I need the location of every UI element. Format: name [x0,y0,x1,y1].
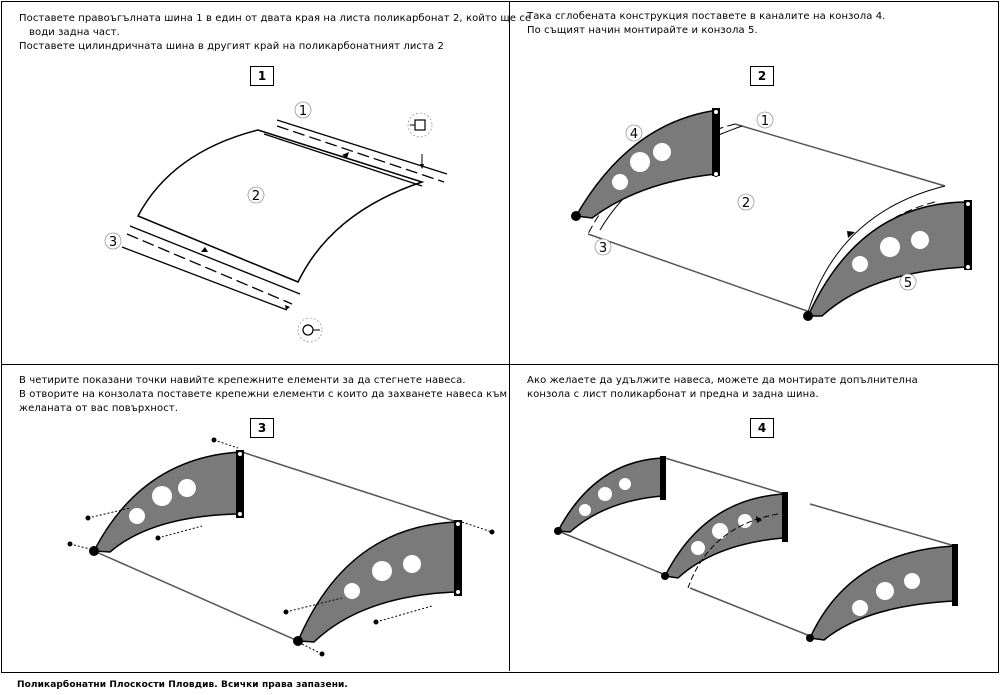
panel-step-4: Ако желаете да удължите навеса, можете д… [510,366,998,670]
vertical-divider [509,1,510,671]
instruction-line: конзола с лист поликарбонат и предна и з… [527,389,819,400]
step-number-box: 3 [250,418,274,438]
svg-text:1: 1 [299,104,307,119]
rectangular-rail-profile-icon [407,112,433,138]
rear-rail [276,119,448,175]
callout-4: 4 [625,124,643,142]
instruction-line: Поставете цилиндричната шина в другият к… [19,41,444,52]
instruction-line: Ако желаете да удължите навеса, можете д… [527,375,918,386]
instruction-line: желаната от вас повърхност. [19,403,179,414]
bracket-right [806,544,958,642]
panel-4-illustration [554,456,958,642]
panel-2-illustration: 1 2 3 4 5 [571,108,972,321]
callout-3: 3 [104,232,122,250]
svg-text:2: 2 [742,196,750,211]
instruction-line: води задна част. [29,27,120,38]
callout-1: 1 [294,101,312,119]
fastener-screws [67,437,495,657]
step-number-box: 1 [250,66,274,86]
step-number-box: 2 [750,66,774,86]
svg-text:3: 3 [109,235,117,250]
svg-text:2: 2 [252,189,260,204]
svg-text:5: 5 [904,276,912,291]
bracket-left [89,450,244,556]
bracket-4 [571,108,720,221]
bracket-left [554,456,666,535]
step-number-box: 4 [750,418,774,438]
panel-1-instructions: Поставете правоъгълната шина 1 в един от… [19,12,531,54]
horizontal-divider [1,364,999,365]
copyright-footer: Поликарбонатни Плоскости Пловдив. Всички… [17,680,348,690]
panel-2-instructions: Така сглобената конструкция поставете в … [527,10,885,38]
callout-2: 2 [247,186,265,204]
bracket-5 [803,200,972,321]
instruction-line: Поставете правоъгълната шина 1 в един от… [19,13,532,24]
front-rail [129,225,301,295]
panel-3-instructions: В четирите показани точки навийте крепеж… [19,374,507,416]
callout-1: 1 [756,111,774,129]
instruction-line: По същият начин монтирайте и конзола 5. [527,25,758,36]
panel-step-1: Поставете правоъгълната шина 1 в един от… [2,2,531,363]
cylindrical-rail-profile-icon [297,317,323,343]
callout-3: 3 [594,238,612,256]
polycarbonate-sheet [136,129,425,283]
callout-2: 2 [737,193,755,211]
panel-4-instructions: Ако желаете да удължите навеса, можете д… [527,374,918,402]
panel-1-illustration: 1 2 3 [104,101,448,343]
panel-step-2: Така сглобената конструкция поставете в … [510,2,998,363]
panel-step-3: В четирите показани точки навийте крепеж… [2,366,508,670]
bracket-right [293,520,462,646]
sheet-border [1,1,999,673]
svg-text:4: 4 [630,127,638,142]
callout-5: 5 [899,273,917,291]
instruction-line: В отворите на конзолата поставете крепеж… [19,389,508,400]
panel-3-illustration [67,437,495,657]
svg-text:3: 3 [599,241,607,256]
instruction-line: В четирите показани точки навийте крепеж… [19,375,466,386]
svg-text:1: 1 [761,114,769,129]
instruction-line: Така сглобената конструкция поставете в … [527,11,886,22]
